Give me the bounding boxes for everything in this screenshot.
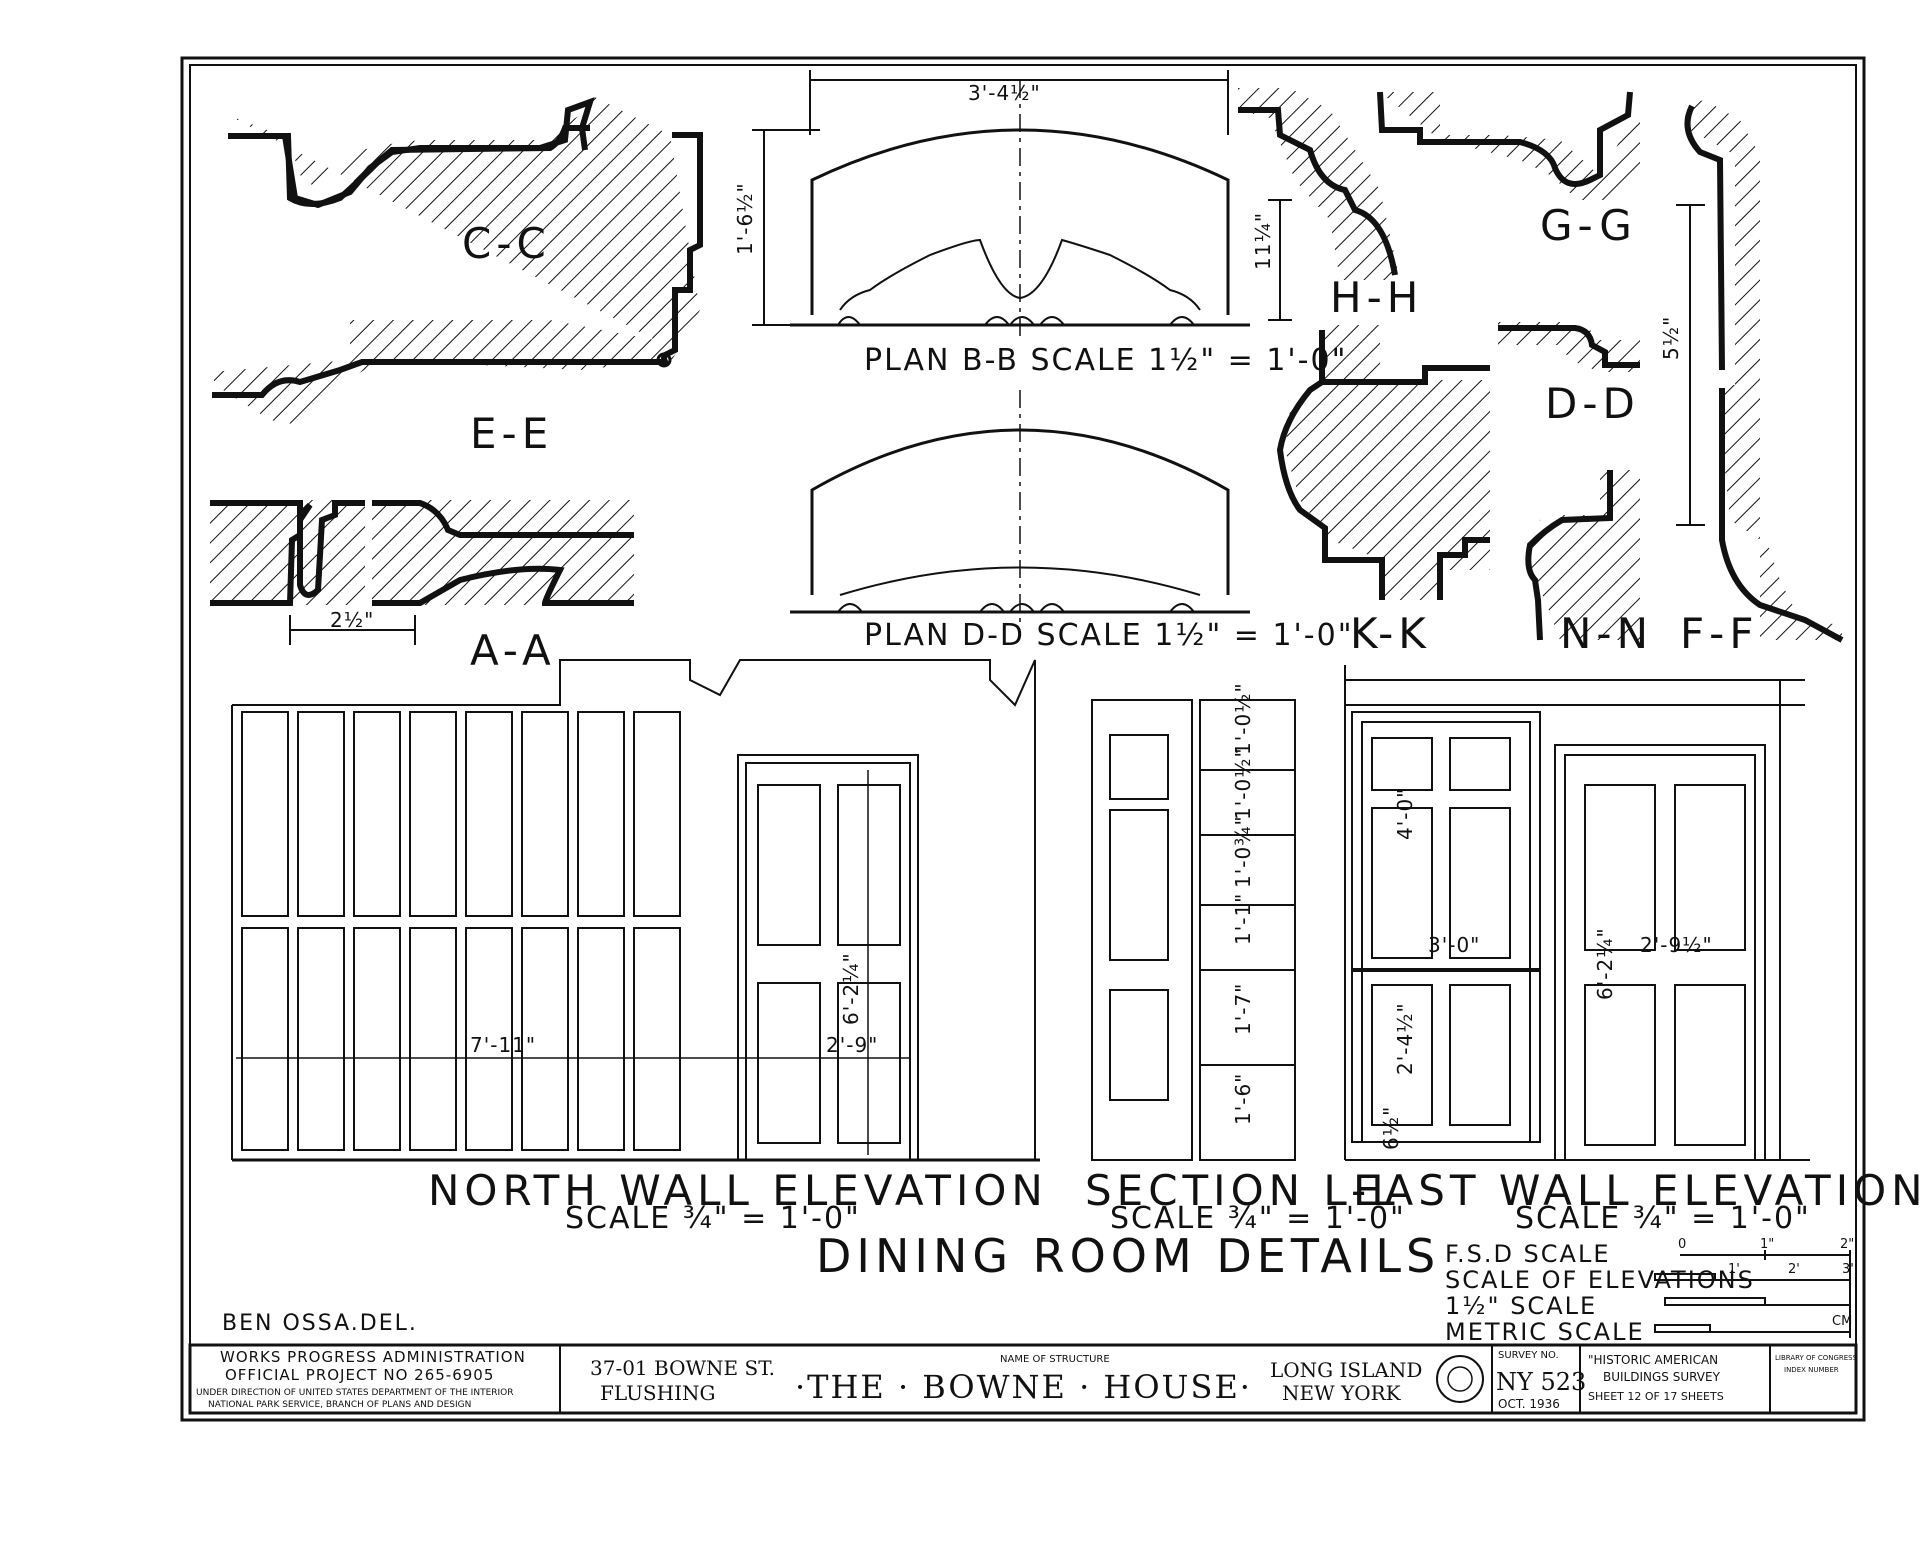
- loc-line-1: LIBRARY OF CONGRESS: [1775, 1354, 1858, 1362]
- wpa-line-2: OFFICIAL PROJECT NO 265-6905: [225, 1366, 494, 1384]
- outer-border: [180, 56, 1866, 1422]
- bb-width-dim: 3'-4½": [968, 81, 1041, 105]
- scale-tick-2ft: 2': [1788, 1262, 1800, 1277]
- sec-dim-5: 1'-7": [1231, 983, 1255, 1035]
- section-kk: K-K: [1276, 325, 1490, 658]
- section-dd: D-D: [1498, 322, 1640, 428]
- survey-no-label: SURVEY NO.: [1498, 1350, 1559, 1361]
- section-aa: 2½" A-A: [210, 500, 634, 675]
- section-hh-label: H-H: [1330, 273, 1423, 322]
- loc-line-2: INDEX NUMBER: [1784, 1366, 1839, 1374]
- east-panel-width-dim: 3'-0": [1428, 933, 1480, 957]
- east-panel-height-dim: 4'-0": [1393, 788, 1417, 840]
- sec-dim-6: 1'-6": [1231, 1073, 1255, 1125]
- sheet-number: SHEET 12 OF 17 SHEETS: [1588, 1390, 1724, 1403]
- north-wall-door: [737, 754, 919, 1161]
- door-height-dim: 6'-2¼": [839, 952, 863, 1025]
- sec-dim-4: 1'-1": [1231, 893, 1255, 945]
- plan-dd: PLAN D-D SCALE 1½" = 1'-0": [790, 390, 1354, 653]
- door-width-dim: 2'-9": [826, 1033, 878, 1057]
- section-ff: 5½" F-F: [1659, 100, 1844, 658]
- north-width-dim: 7'-11": [470, 1033, 536, 1057]
- east-door-height-dim: 6'-2¼": [1593, 927, 1617, 1000]
- section-ee: E-E: [470, 409, 553, 458]
- east-wall-dims: 3'-0" 4'-0" 2'-4½" 2'-9½" 6'-2¼" 6½" EAS…: [1353, 788, 1920, 1236]
- fsd-scale-label: F.S.D SCALE: [1445, 1240, 1611, 1268]
- habs-line-2: BUILDINGS SURVEY: [1603, 1370, 1721, 1384]
- plan-bb: 3'-4½" 1'-6½" 11¼" PLAN B-B SCALE 1½" = …: [733, 70, 1347, 378]
- location-line-2: NEW YORK: [1282, 1381, 1402, 1405]
- structure-name: ·THE · BOWNE · HOUSE·: [795, 1368, 1252, 1406]
- sec-dim-2: 1'-0½": [1231, 747, 1255, 820]
- title-block: WORKS PROGRESS ADMINISTRATION OFFICIAL P…: [188, 1343, 1858, 1415]
- scale-tick-1ft: 1': [1728, 1262, 1740, 1277]
- section-ff-label: F-F: [1680, 609, 1758, 658]
- section-cc: C-C: [212, 92, 703, 425]
- plan-bb-title: PLAN B-B SCALE 1½" = 1'-0": [864, 343, 1347, 378]
- east-wall-scale: SCALE ¾" = 1'-0": [1515, 1201, 1811, 1236]
- graphic-scales: F.S.D SCALE SCALE OF ELEVATIONS 1½" SCAL…: [1445, 1237, 1854, 1346]
- library-seal-icon: [1436, 1355, 1484, 1403]
- scale-tick-3ft: 3': [1842, 1262, 1854, 1277]
- east-wall-elevation: [1344, 665, 1810, 1161]
- scale-tick-0: 0: [1678, 1237, 1686, 1252]
- section-hh: H-H: [1238, 88, 1423, 322]
- location-line-1: LONG ISLAND: [1270, 1358, 1422, 1382]
- east-base-dim: 6½": [1379, 1106, 1403, 1150]
- section-dd-label: D-D: [1545, 379, 1640, 428]
- aa-width-dim: 2½": [330, 608, 374, 632]
- east-wall-title: EAST WALL ELEVATION: [1353, 1166, 1920, 1215]
- section-ee-label: E-E: [470, 409, 553, 458]
- survey-number: NY 523: [1496, 1368, 1586, 1396]
- address-line-2: FLUSHING: [600, 1381, 715, 1405]
- section-kk-label: K-K: [1350, 609, 1431, 658]
- section-gg: G-G: [1377, 91, 1640, 250]
- sec-dim-1: 1'-0½": [1231, 682, 1255, 755]
- sec-dim-3: 1'-0¾": [1231, 815, 1255, 888]
- section-nn: N-N: [1525, 470, 1653, 658]
- ff-height-dim: 5½": [1659, 316, 1683, 360]
- section-nn-label: N-N: [1560, 609, 1653, 658]
- section-ll-scale: SCALE ¾" = 1'-0": [1110, 1201, 1406, 1236]
- wpa-line-3: UNDER DIRECTION OF UNITED STATES DEPARTM…: [196, 1388, 514, 1398]
- wpa-line-4: NATIONAL PARK SERVICE, BRANCH OF PLANS A…: [208, 1400, 471, 1410]
- north-wall-panels: [241, 711, 681, 1151]
- survey-date: OCT. 1936: [1498, 1397, 1560, 1411]
- name-of-structure-label: NAME OF STRUCTURE: [1000, 1354, 1110, 1365]
- wpa-line-1: WORKS PROGRESS ADMINISTRATION: [220, 1348, 526, 1366]
- metric-scale-label: METRIC SCALE: [1445, 1318, 1645, 1346]
- habs-line-1: "HISTORIC AMERICAN: [1588, 1353, 1718, 1367]
- north-wall-title: NORTH WALL ELEVATION: [428, 1166, 1048, 1215]
- north-wall-elevation: 7'-11" 2'-9" 6'-2¼" NORTH WALL ELEVATION…: [231, 659, 1048, 1236]
- scale-tick-2in: 2": [1840, 1237, 1854, 1252]
- section-aa-label: A-A: [470, 626, 556, 675]
- section-cc-label: C-C: [462, 219, 551, 268]
- main-title: DINING ROOM DETAILS: [816, 1229, 1440, 1283]
- east-lower-height-dim: 2'-4½": [1393, 1002, 1417, 1075]
- section-ll: 1'-0½" 1'-0½" 1'-0¾" 1'-1" 1'-7" 1'-6" S…: [1085, 682, 1406, 1236]
- delineator: BEN OSSA.DEL.: [222, 1311, 418, 1336]
- bb-depth-dim: 11¼": [1251, 212, 1275, 270]
- scale-tick-1in: 1": [1760, 1237, 1774, 1252]
- address-line-1: 37-01 BOWNE ST.: [590, 1356, 775, 1380]
- bb-height-dim: 1'-6½": [733, 182, 757, 255]
- section-ll-title: SECTION L-L: [1085, 1166, 1400, 1215]
- plan-dd-title: PLAN D-D SCALE 1½" = 1'-0": [864, 618, 1354, 653]
- section-gg-label: G-G: [1540, 201, 1637, 250]
- north-wall-scale: SCALE ¾" = 1'-0": [565, 1201, 861, 1236]
- east-door-width-dim: 2'-9½": [1640, 933, 1713, 957]
- scale-tick-cm: CM: [1832, 1314, 1852, 1329]
- one-half-scale-label: 1½" SCALE: [1445, 1292, 1597, 1320]
